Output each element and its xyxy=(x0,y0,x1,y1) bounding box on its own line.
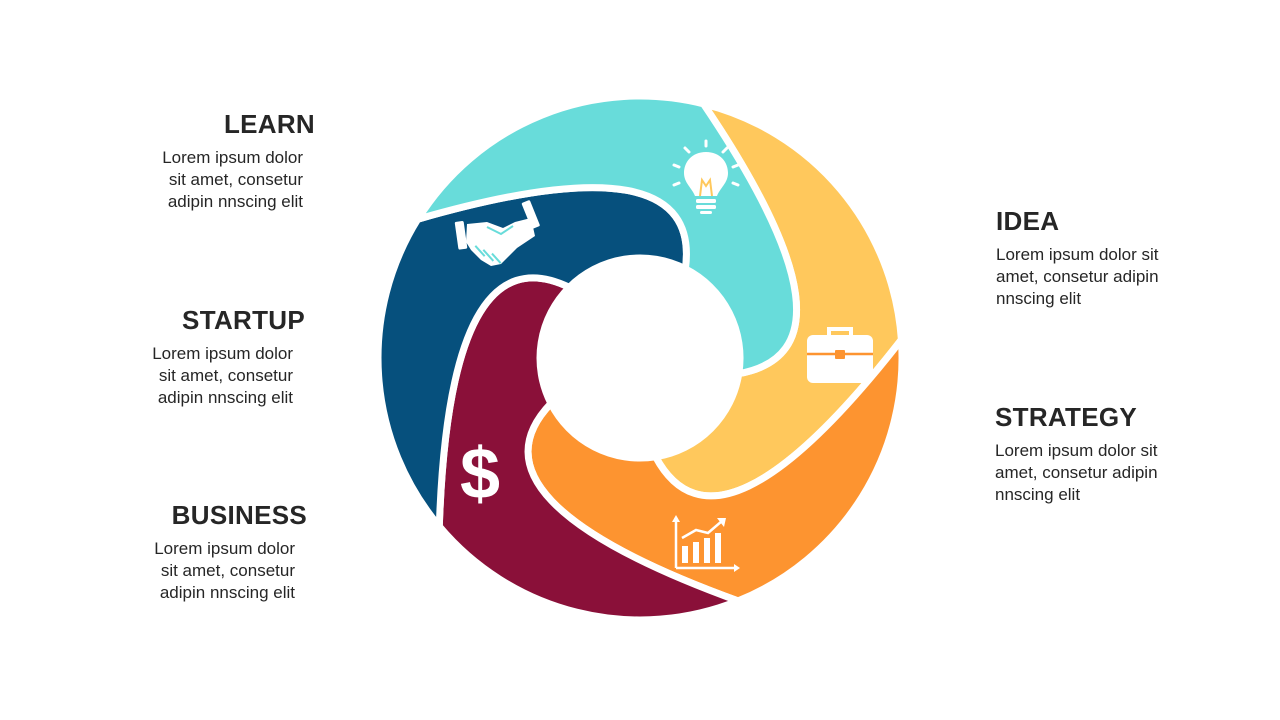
strategy-text: Lorem ipsum dolor sit amet, consetur adi… xyxy=(995,441,1158,504)
business-text: Lorem ipsum dolor sit amet, consetur adi… xyxy=(154,539,295,602)
label-startup: STARTUP Lorem ipsum dolor sit amet, cons… xyxy=(93,307,304,409)
idea-title: IDEA xyxy=(996,206,1060,236)
label-idea: IDEA Lorem ipsum dolor sit amet, consetu… xyxy=(996,208,1196,310)
label-business: BUSINESS Lorem ipsum dolor sit amet, con… xyxy=(95,502,306,604)
lightbulb-icon xyxy=(672,139,740,214)
startup-title: STARTUP xyxy=(182,305,305,335)
center-hole xyxy=(540,258,740,458)
business-title: BUSINESS xyxy=(171,500,307,530)
strategy-title: STRATEGY xyxy=(995,402,1138,432)
bar-chart-icon xyxy=(672,515,740,572)
dollar-icon: $ xyxy=(460,434,500,514)
label-learn: LEARN Lorem ipsum dolor sit amet, conset… xyxy=(103,111,314,213)
label-strategy: STRATEGY Lorem ipsum dolor sit amet, con… xyxy=(995,404,1195,506)
learn-text: Lorem ipsum dolor sit amet, consetur adi… xyxy=(162,148,303,211)
handshake-icon xyxy=(454,200,540,266)
learn-title: LEARN xyxy=(223,109,315,139)
idea-text: Lorem ipsum dolor sit amet, consetur adi… xyxy=(996,245,1159,308)
briefcase-icon xyxy=(807,327,873,383)
startup-text: Lorem ipsum dolor sit amet, consetur adi… xyxy=(152,344,293,407)
